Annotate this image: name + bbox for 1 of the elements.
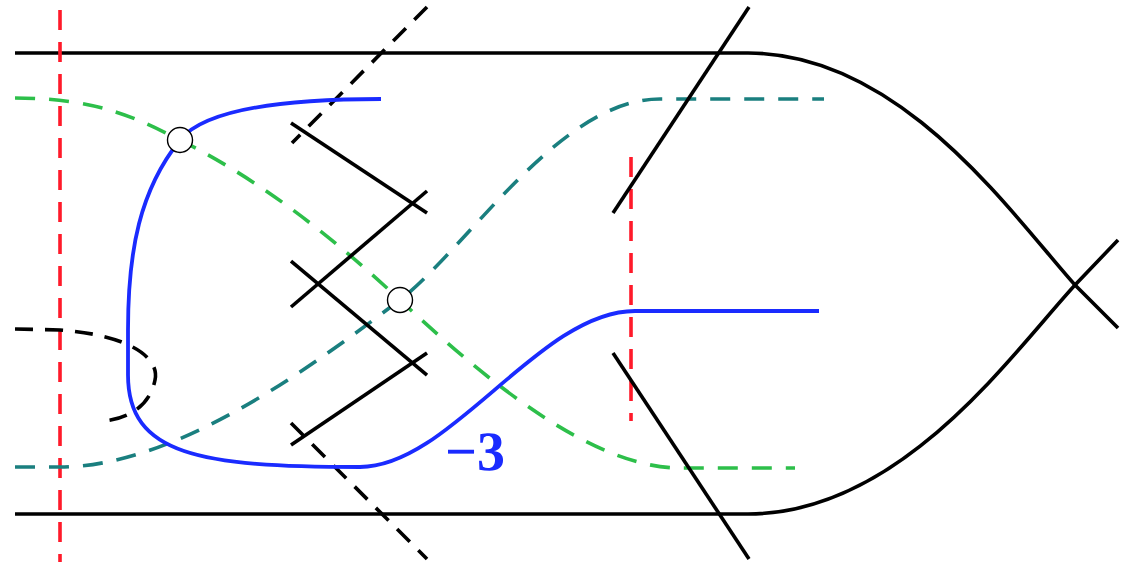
curve-label: −3 [448,433,504,471]
